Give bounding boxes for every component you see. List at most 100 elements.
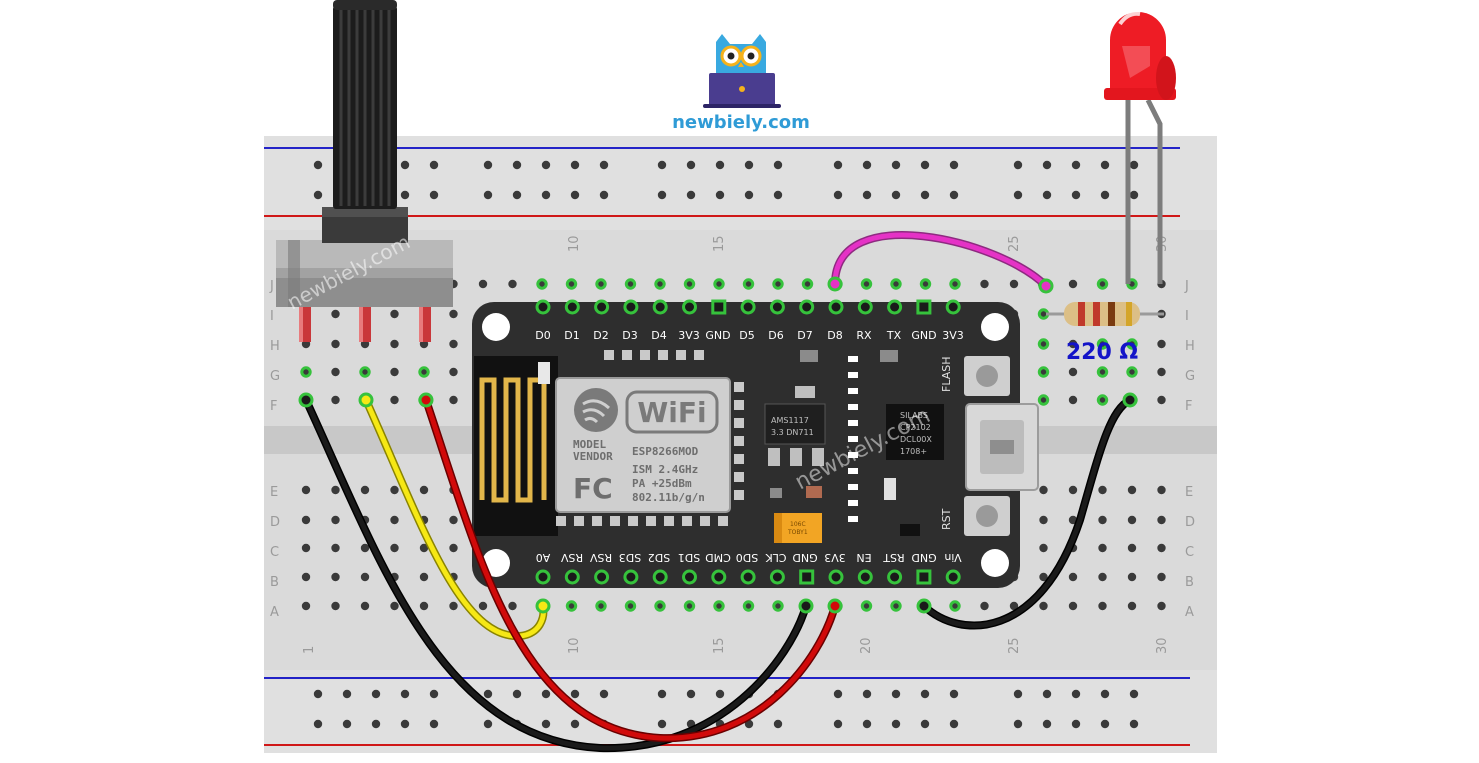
breadboard-hole xyxy=(833,190,843,200)
top-pin-label: D0 xyxy=(535,329,550,342)
breadboard-hole xyxy=(419,601,429,611)
header-pin xyxy=(857,569,873,585)
breadboard-hole xyxy=(360,601,370,611)
breadboard-hole xyxy=(449,339,458,349)
breadboard-hole xyxy=(715,160,725,170)
breadboard-hole xyxy=(713,600,725,612)
breadboard-hole xyxy=(715,689,725,699)
breadboard-hole xyxy=(919,278,932,290)
breadboard-hole xyxy=(1127,572,1137,582)
bottom-pin-label: SD0 xyxy=(736,551,758,564)
breadboard-hole xyxy=(400,190,410,200)
top-pin-label: GND xyxy=(705,329,730,342)
breadboard-hole xyxy=(331,485,340,495)
col-label-bottom: 1 xyxy=(302,646,317,654)
breadboard-hole xyxy=(478,279,488,289)
breadboard-hole xyxy=(1157,395,1166,405)
espressif-logo-icon xyxy=(574,388,618,432)
red-led xyxy=(1104,11,1176,284)
breadboard-hole xyxy=(1129,160,1139,170)
wires xyxy=(302,231,1134,753)
breadboard-hole xyxy=(331,339,340,349)
breadboard-hole xyxy=(429,190,439,200)
breadboard-hole xyxy=(331,309,340,319)
breadboard-hole xyxy=(1009,279,1019,289)
breadboard-hole xyxy=(1071,689,1081,699)
breadboard-hole xyxy=(1127,515,1137,525)
breadboard-hole xyxy=(949,278,961,290)
breadboard-hole xyxy=(429,719,439,729)
breadboard-hole xyxy=(657,689,667,699)
breadboard-hole xyxy=(331,367,340,377)
breadboard-hole xyxy=(744,160,754,170)
breadboard-hole xyxy=(483,190,493,200)
col-label-bottom: 20 xyxy=(859,637,874,654)
breadboard-hole xyxy=(772,600,784,612)
header-pin xyxy=(535,569,551,585)
breadboard-hole xyxy=(1098,485,1107,495)
breadboard-hole xyxy=(1100,719,1110,729)
breadboard-hole xyxy=(449,309,458,319)
breadboard-hole xyxy=(1013,160,1023,170)
breadboard-hole xyxy=(1037,338,1050,350)
breadboard-hole xyxy=(419,543,429,553)
breadboard-hole xyxy=(862,190,872,200)
breadboard-hole xyxy=(1071,190,1081,200)
row-label-right: F xyxy=(1185,399,1192,414)
breadboard-hole xyxy=(301,601,311,611)
breadboard-hole xyxy=(686,190,696,200)
breadboard-hole xyxy=(624,600,637,612)
breadboard-hole xyxy=(862,689,872,699)
breadboard-hole xyxy=(891,689,901,699)
breadboard-hole xyxy=(1096,278,1109,290)
breadboard-hole xyxy=(891,719,901,729)
breadboard-hole xyxy=(1127,601,1137,611)
top-pin-label: D7 xyxy=(797,329,812,342)
breadboard-hole xyxy=(1100,190,1110,200)
chip-label-1: SILABS xyxy=(900,411,928,420)
breadboard-hole xyxy=(418,366,430,378)
top-pin-label: RX xyxy=(856,329,872,342)
breadboard-hole xyxy=(860,600,873,612)
top-pin-label: D3 xyxy=(622,329,637,342)
breadboard-hole xyxy=(715,190,725,200)
header-pin xyxy=(711,299,727,315)
breadboard-hole xyxy=(301,515,311,525)
header-pin xyxy=(828,569,844,585)
header-pin xyxy=(623,569,639,585)
breadboard-hole xyxy=(742,600,755,612)
breadboard-hole xyxy=(508,601,517,611)
row-label-right: C xyxy=(1185,545,1194,560)
row-label-left: G xyxy=(270,369,280,384)
breadboard-hole xyxy=(1039,572,1048,582)
breadboard-hole xyxy=(400,719,410,729)
breadboard-hole xyxy=(1068,339,1078,349)
led-leg-anode xyxy=(1145,98,1163,284)
breadboard-hole xyxy=(359,366,371,378)
breadboard-hole xyxy=(624,278,637,290)
breadboard-hole xyxy=(833,719,843,729)
row-label-left: J xyxy=(269,279,274,294)
breadboard-hole xyxy=(1157,572,1166,582)
top-pin-label: 3V3 xyxy=(942,329,964,342)
header-pin xyxy=(828,299,844,315)
header-pin xyxy=(652,299,668,315)
row-label-left: H xyxy=(270,339,280,354)
header-pin xyxy=(769,569,785,585)
bottom-pin-label: 3V3 xyxy=(824,551,846,564)
breadboard-hole xyxy=(541,160,551,170)
breadboard-hole xyxy=(1071,160,1081,170)
module-spec-ism: ISM 2.4GHz xyxy=(632,463,698,476)
breadboard-hole xyxy=(390,367,399,377)
chip-label-3: DCL00X xyxy=(900,435,932,444)
breadboard-hole xyxy=(773,160,783,170)
breadboard-hole xyxy=(478,601,488,611)
breadboard-hole xyxy=(565,278,578,290)
bottom-pin-label: GND xyxy=(792,551,817,564)
header-pin xyxy=(564,299,580,315)
breadboard-hole xyxy=(1042,160,1052,170)
bottom-pin-label: SD1 xyxy=(678,551,700,564)
esp-board-pcb xyxy=(472,302,1020,588)
logo-text: newbiely.com xyxy=(672,112,810,133)
